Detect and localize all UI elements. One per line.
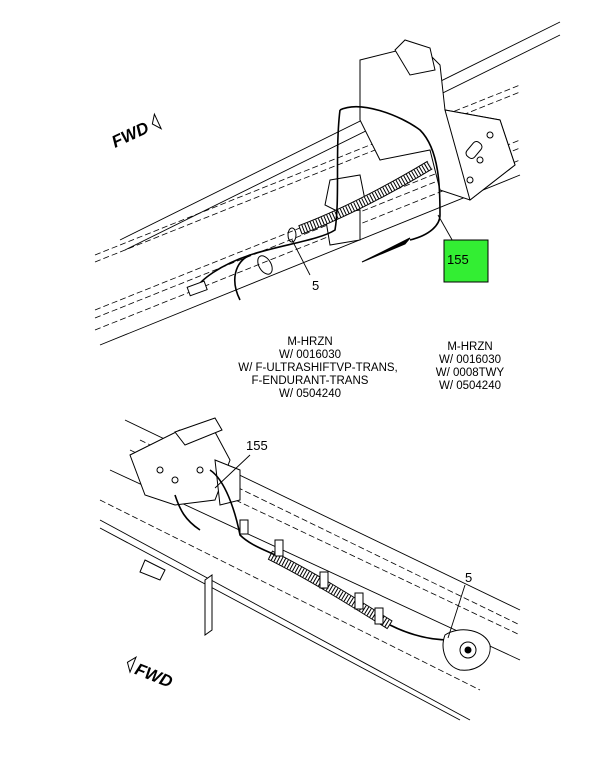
top-tie-wraps [257,227,297,275]
top-pointer-155 [361,237,411,263]
note-left-line: M-HRZN [287,336,332,348]
note-left-line: W/ F-ULTRASHIFTVP-TRANS, [238,362,398,374]
bottom-frame-rail-dashed [99,439,521,691]
bottom-fwd-indicator: FWD [126,655,175,692]
top-fwd-label: FWD [109,118,152,152]
bottom-view [99,417,521,721]
top-rail-solid [99,21,561,346]
top-fwd-arrow-icon [151,112,163,130]
bottom-clips [239,519,384,625]
note-right: M-HRZN W/ 0016030 W/ 0008TWY W/ 0504240 [436,341,505,392]
top-harness-conduit [298,160,433,235]
bottom-fwd-arrow-icon [126,655,138,674]
note-left-line: W/ 0016030 [279,349,341,361]
top-connector [186,280,208,297]
note-left-line: W/ 0504240 [279,388,341,400]
note-left: M-HRZN W/ 0016030 W/ F-ULTRASHIFTVP-TRAN… [238,336,398,400]
note-left-line: F-ENDURANT-TRANS [252,375,369,387]
callout-155-highlight[interactable] [443,239,489,283]
note-right-line: M-HRZN [447,341,492,353]
bottom-bracket [129,417,241,506]
top-leader-5 [291,239,311,276]
bottom-leader-5 [447,584,466,639]
bottom-fwd-label: FWD [132,660,175,692]
top-callout-5: 5 [312,278,319,293]
bottom-harness-conduit [267,550,393,630]
bottom-connector-module [442,629,491,671]
top-bracket [324,39,516,246]
bottom-callout-5: 5 [465,570,472,585]
note-right-line: W/ 0504240 [439,380,501,392]
bottom-callout-155: 155 [246,438,268,453]
note-right-line: W/ 0008TWY [436,367,505,379]
bottom-leader-155 [214,454,251,489]
top-view [94,21,561,346]
bottom-hanger [139,559,213,636]
note-right-line: W/ 0016030 [439,354,501,366]
top-callout-155: 155 [447,252,469,267]
top-fwd-indicator: FWD [109,112,163,152]
